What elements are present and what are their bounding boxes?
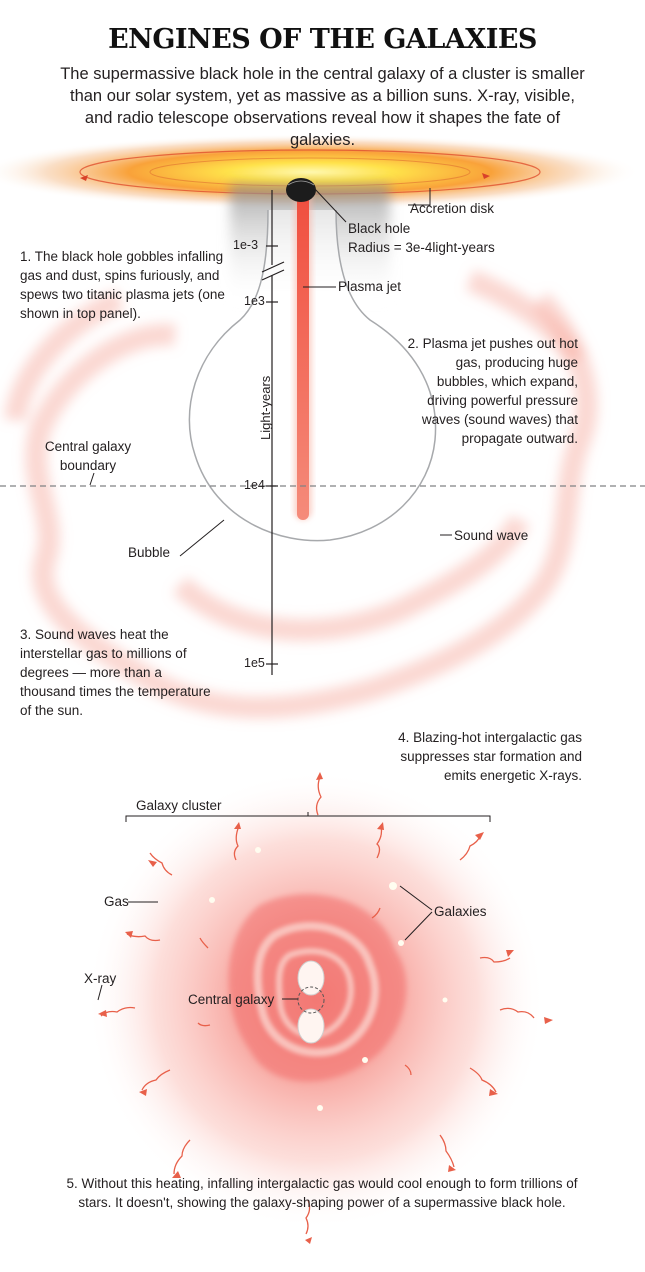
axis-tick-1: 1e-3	[233, 238, 259, 252]
galaxy-dots	[209, 847, 448, 1111]
leader-lines-top	[89, 187, 452, 557]
gas-label: Gas	[104, 894, 129, 909]
sound-wave-label: Sound wave	[454, 528, 529, 543]
bubble-outline	[188, 209, 437, 542]
axis-label: Light-years	[258, 375, 273, 440]
central-galaxy-label: Central galaxy	[188, 992, 275, 1007]
step-3-text: 3. Sound waves heat the interstellar gas…	[20, 627, 211, 718]
leader-lines-bottom	[97, 885, 433, 1001]
step-1-text: 1. The black hole gobbles infalling gas …	[20, 249, 225, 321]
axis-tick-2: 1e3	[244, 294, 265, 308]
central-galaxy-boundary-label: Central galaxy boundary	[44, 439, 132, 473]
galaxy-cluster-label: Galaxy cluster	[136, 798, 222, 813]
sound-wave-glow	[4, 269, 598, 719]
black-hole-radius-label: Radius = 3e-4light-years	[348, 240, 495, 255]
accretion-disk-label: Accretion disk	[410, 201, 495, 216]
page-subtitle: The supermassive black hole in the centr…	[60, 65, 585, 149]
axis-tick-3: 1e4	[244, 478, 265, 492]
accretion-disk-art	[0, 134, 640, 210]
cluster-gas-art	[86, 770, 546, 1230]
plasma-jet-label: Plasma jet	[338, 279, 402, 294]
black-hole-art	[286, 178, 316, 202]
galaxies-label: Galaxies	[434, 904, 487, 919]
light-years-axis	[261, 190, 285, 675]
step-5-text: 5. Without this heating, infalling inter…	[66, 1176, 578, 1210]
black-hole-label: Black hole	[348, 221, 411, 236]
axis-tick-4: 1e5	[244, 656, 265, 670]
bubble-label: Bubble	[128, 545, 171, 560]
x-ray-arrowheads	[98, 772, 553, 1244]
page-title: ENGINES OF THE GALAXIES	[108, 24, 537, 55]
plasma-jet-art	[294, 190, 312, 520]
x-ray-arrows	[100, 776, 535, 1235]
x-ray-label: X-ray	[84, 971, 117, 986]
step-4-text: 4. Blazing-hot intergalactic gas suppres…	[398, 730, 582, 783]
step-2-text: 2. Plasma jet pushes out hot gas, produc…	[407, 336, 578, 446]
